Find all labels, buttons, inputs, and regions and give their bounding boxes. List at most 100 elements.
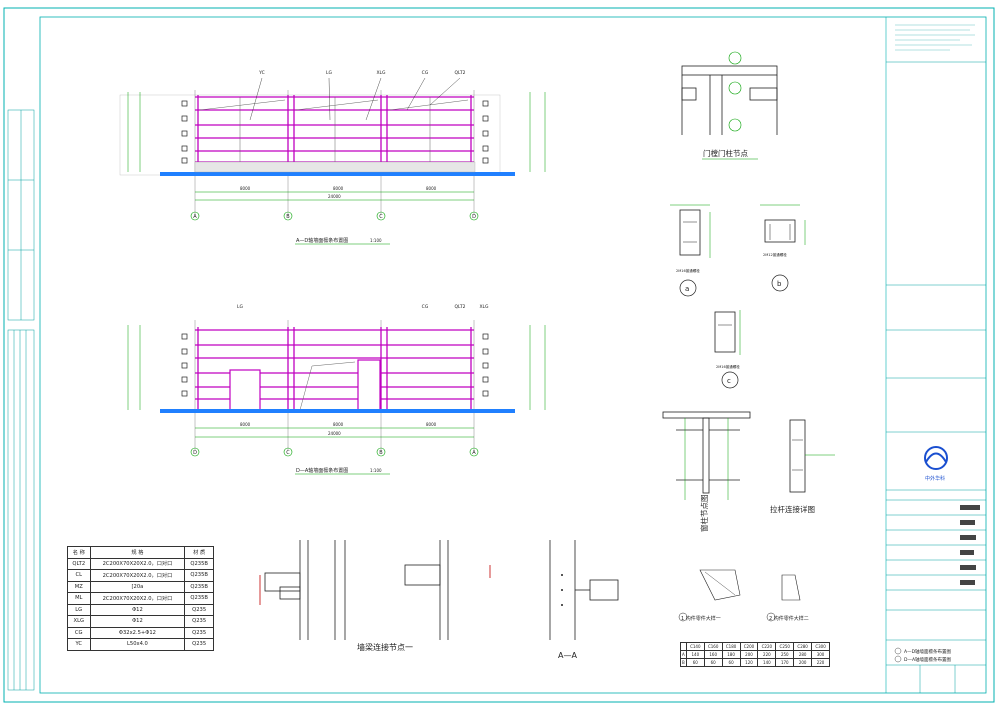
legend-2: D—A轴墙面檩条布置图 — [904, 656, 952, 663]
inner-frame — [39, 16, 987, 694]
detail-marker: b — [777, 280, 782, 288]
table-cell: LG — [67, 603, 91, 616]
table-cell: Φ12 — [89, 603, 186, 616]
svg-text:8000: 8000 — [240, 186, 251, 191]
section-title: A—A — [558, 651, 577, 660]
member-label: CG — [422, 304, 429, 310]
axis-label: B — [286, 214, 290, 220]
table-header: 名 称 — [67, 546, 91, 559]
table-cell: Q235B — [184, 557, 214, 570]
detail-title: 拉杆连接详图 — [770, 504, 815, 514]
axis-label: C — [379, 214, 383, 220]
outer-frame — [3, 7, 995, 703]
notes-block — [895, 24, 975, 51]
gate-column-node: 门樘门柱节点 — [681, 51, 778, 160]
schedule-cell: 250 — [775, 650, 795, 659]
detail-a: a 2M16普通螺栓 — [670, 204, 711, 297]
axis-label: C — [286, 450, 290, 456]
table-cell: Q235 — [184, 603, 214, 616]
member-label: QLT2 — [454, 304, 465, 310]
title-block — [886, 61, 986, 693]
table-cell: CL — [67, 569, 91, 582]
scale-label: 1:100 — [370, 238, 382, 243]
schedule-cell: 140 — [685, 650, 705, 659]
member-label: YC — [258, 70, 265, 76]
table-cell: 2C200X70X20X2.0，口对口 — [89, 592, 186, 605]
member-label: XLG — [376, 70, 386, 76]
schedule-cell: 300 — [811, 650, 830, 659]
drawing-title: A—D轴墙面檩条布置图 — [296, 237, 348, 244]
axis-label: D — [193, 450, 197, 456]
detail-c: c 2M16普通螺栓 — [714, 310, 741, 389]
detail-title: 窗柱节点图 — [699, 495, 709, 533]
svg-text:8000: 8000 — [333, 186, 344, 191]
member-label: CG — [422, 70, 429, 76]
beam-connection-node: 墙梁连接节点一 — [259, 540, 491, 652]
detail-title: 门樘门柱节点 — [703, 148, 748, 158]
tie-rod-detail: 拉杆连接详图 — [770, 419, 835, 514]
table-cell: 2C200X70X20X2.0，口对口 — [89, 569, 186, 582]
member-label: LG — [237, 304, 244, 310]
schedule-cell: C140 — [685, 642, 705, 651]
table-cell: CG — [67, 626, 91, 639]
member-label: XLG — [479, 304, 489, 310]
table-cell: YC — [67, 638, 91, 651]
table-cell: XLG — [67, 615, 91, 628]
schedule-cell: 170 — [775, 658, 795, 667]
table-cell: Q235B — [184, 592, 214, 605]
axis-label: A — [472, 450, 476, 456]
axis-label: D — [472, 214, 476, 220]
bolt-note: 2M16普通螺栓 — [676, 268, 700, 273]
table-cell: Q235B — [184, 569, 214, 582]
table-cell: Φ12 — [89, 615, 186, 628]
bolt-note: 2M16普通螺栓 — [716, 364, 740, 369]
schedule-cell: 160 — [703, 650, 723, 659]
detail-b: b 2M12普通螺栓 — [760, 204, 806, 292]
schedule-cell: 220 — [811, 658, 830, 667]
schedule-cell: C180 — [721, 642, 741, 651]
table-header: 材 质 — [184, 546, 214, 559]
bolt-note: 2M12普通螺栓 — [763, 252, 787, 257]
schedule-cell: C300 — [811, 642, 830, 651]
svg-text:8000: 8000 — [333, 422, 344, 427]
detail-title: 墙梁连接节点一 — [357, 642, 413, 652]
table-cell: Q235B — [184, 580, 214, 593]
table-cell: 2C200X70X20X2.0，口对口 — [89, 557, 186, 570]
schedule-cell: 60 — [721, 658, 741, 667]
member-label: LG — [326, 70, 333, 76]
detail-marker: c — [727, 377, 731, 385]
sheet-legend: A—D轴墙面檩条布置图 D—A轴墙面檩条布置图 — [894, 647, 952, 663]
drawing-title: D—A轴墙面檩条布置图 — [296, 467, 348, 474]
schedule-cell: C250 — [775, 642, 795, 651]
schedule-cell: 60 — [703, 658, 723, 667]
schedule-cell: 200 — [793, 658, 813, 667]
table-cell: Q235 — [184, 638, 214, 651]
axis-label: A — [193, 214, 197, 220]
signatures — [960, 505, 980, 585]
svg-text:8000: 8000 — [426, 186, 437, 191]
schedule-cell: C160 — [703, 642, 723, 651]
part-details: 1 构件零件大样一 2 构件零件大样二 — [678, 569, 809, 622]
schedule-cell: 140 — [757, 658, 777, 667]
schedule-cell: 60 — [685, 658, 705, 667]
table-header-row: 名 称 规 格 材 质 — [67, 546, 214, 559]
svg-text:24000: 24000 — [328, 194, 341, 199]
member-label: QLT2 — [454, 70, 465, 76]
detail-marker: a — [685, 285, 689, 293]
legend-1: A—D轴墙面檩条布置图 — [904, 648, 952, 655]
svg-text:24000: 24000 — [328, 431, 341, 436]
schedule-cell: C220 — [757, 642, 777, 651]
section-aa: A—A — [549, 540, 619, 660]
